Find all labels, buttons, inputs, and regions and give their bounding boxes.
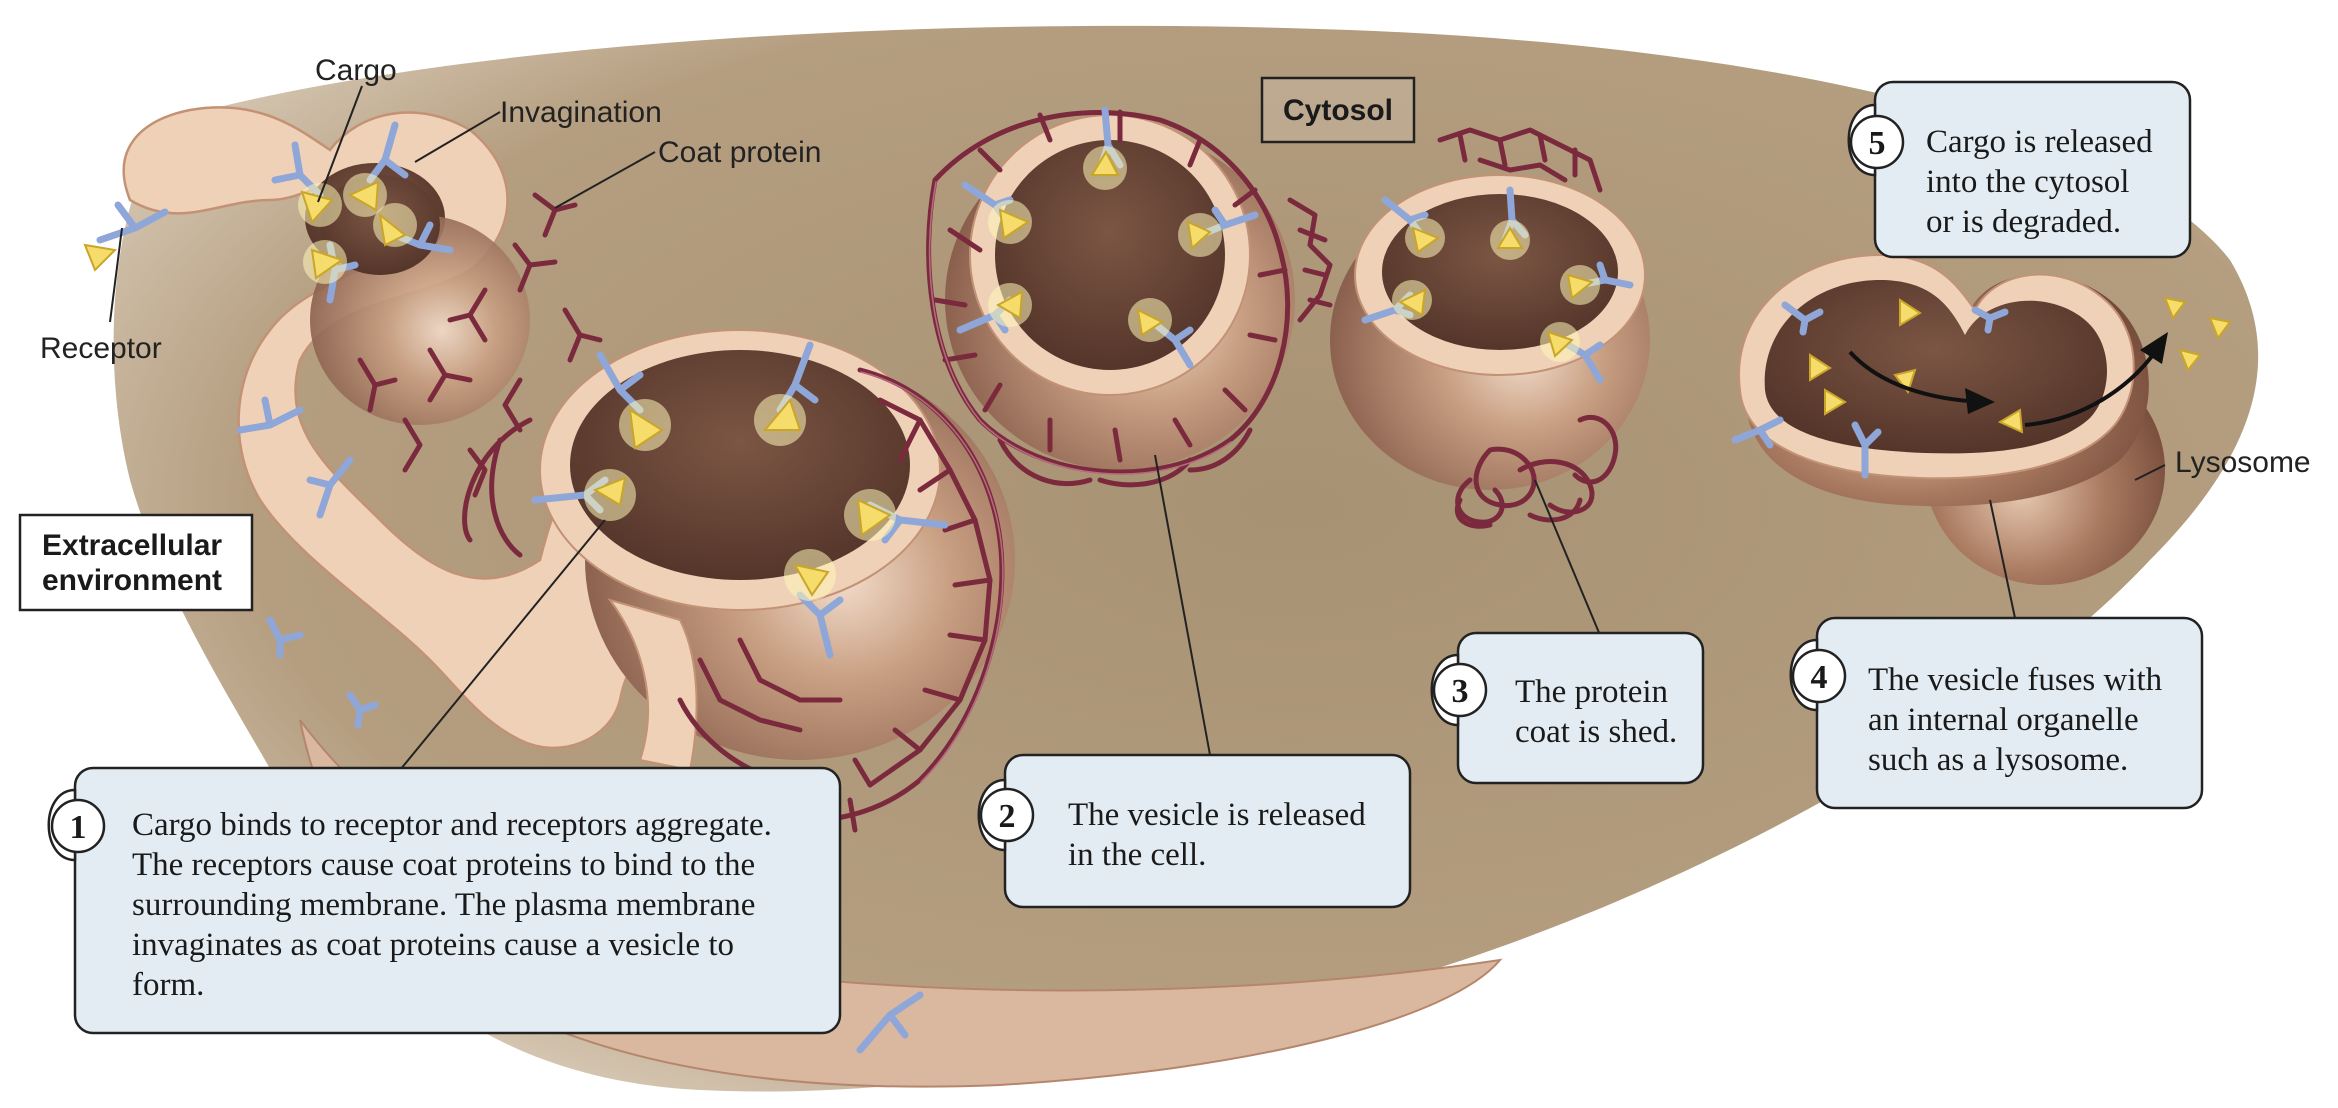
label-invagination: Invagination [500, 96, 662, 129]
step-1-line-2: The receptors cause coat proteins to bin… [132, 847, 755, 883]
cargo-path-arrowhead-1 [1965, 388, 1995, 414]
step-2-callout: 2 The vesicle is released in the cell. [977, 753, 1412, 909]
label-cargo: Cargo [315, 54, 397, 87]
receptors [96, 106, 2009, 1054]
cytosol-box [1260, 76, 1416, 144]
step-2-line-2: in the cell. [1068, 837, 1206, 873]
cytosol-box-label: Cytosol [1283, 94, 1393, 127]
step-2-line-1: The vesicle is released [1068, 797, 1366, 833]
membrane-stalk [607, 598, 698, 772]
step-1-line-1: Cargo binds to receptor and receptors ag… [132, 807, 772, 843]
cargo-path-arrow-2 [2024, 343, 2162, 427]
step-4-line-2: an internal organelle [1868, 702, 2139, 738]
step-4-callout: 4 The vesicle fuses with an internal org… [1789, 616, 2204, 810]
step-1-line-3: surrounding membrane. The plasma membran… [132, 887, 755, 923]
step-3-line-1: The protein [1515, 674, 1668, 710]
fused-vesicle-lumen [1764, 280, 2108, 454]
cargo-path-arrowhead-2 [2140, 332, 2168, 364]
step-4-number: 4 [1811, 659, 1828, 696]
step-3-callout: 3 The protein coat is shed. [1430, 631, 1705, 785]
label-coat-protein: Coat protein [658, 136, 821, 169]
step-1-number: 1 [70, 809, 87, 846]
step-5-line-1: Cargo is released [1926, 124, 2153, 160]
coat-highlights [860, 181, 1232, 783]
step-5-line-2: into the cytosol [1926, 164, 2129, 200]
step-5-line-3: or is degraded. [1926, 204, 2121, 240]
step-1-line-5: form. [132, 967, 204, 1003]
step-5-number: 5 [1869, 125, 1886, 162]
step-4-line-1: The vesicle fuses with [1868, 662, 2163, 698]
step-1-line-4: invaginates as coat proteins cause a ves… [132, 927, 734, 963]
cargo-molecules [83, 146, 2232, 601]
forming-vesicle-lumen [570, 350, 910, 580]
extracellular-box-line1: Extracellular [42, 529, 222, 562]
step-3-line-2: coat is shed. [1515, 714, 1677, 750]
step-1-callout: 1 Cargo binds to receptor and receptors … [47, 766, 842, 1035]
label-receptor: Receptor [40, 332, 162, 365]
step-3-number: 3 [1452, 673, 1469, 710]
leader-lines [109, 85, 2166, 771]
step-4-line-3: such as a lysosome. [1868, 742, 2128, 778]
cargo-path-arrow-1 [1848, 350, 1986, 404]
extracellular-box-line2: environment [42, 564, 222, 597]
step-5-callout: 5 Cargo is released into the cytosol or … [1847, 80, 2192, 259]
label-lysosome: Lysosome [2175, 446, 2311, 479]
step-2-number: 2 [999, 798, 1016, 835]
extracellular-box [18, 513, 254, 612]
